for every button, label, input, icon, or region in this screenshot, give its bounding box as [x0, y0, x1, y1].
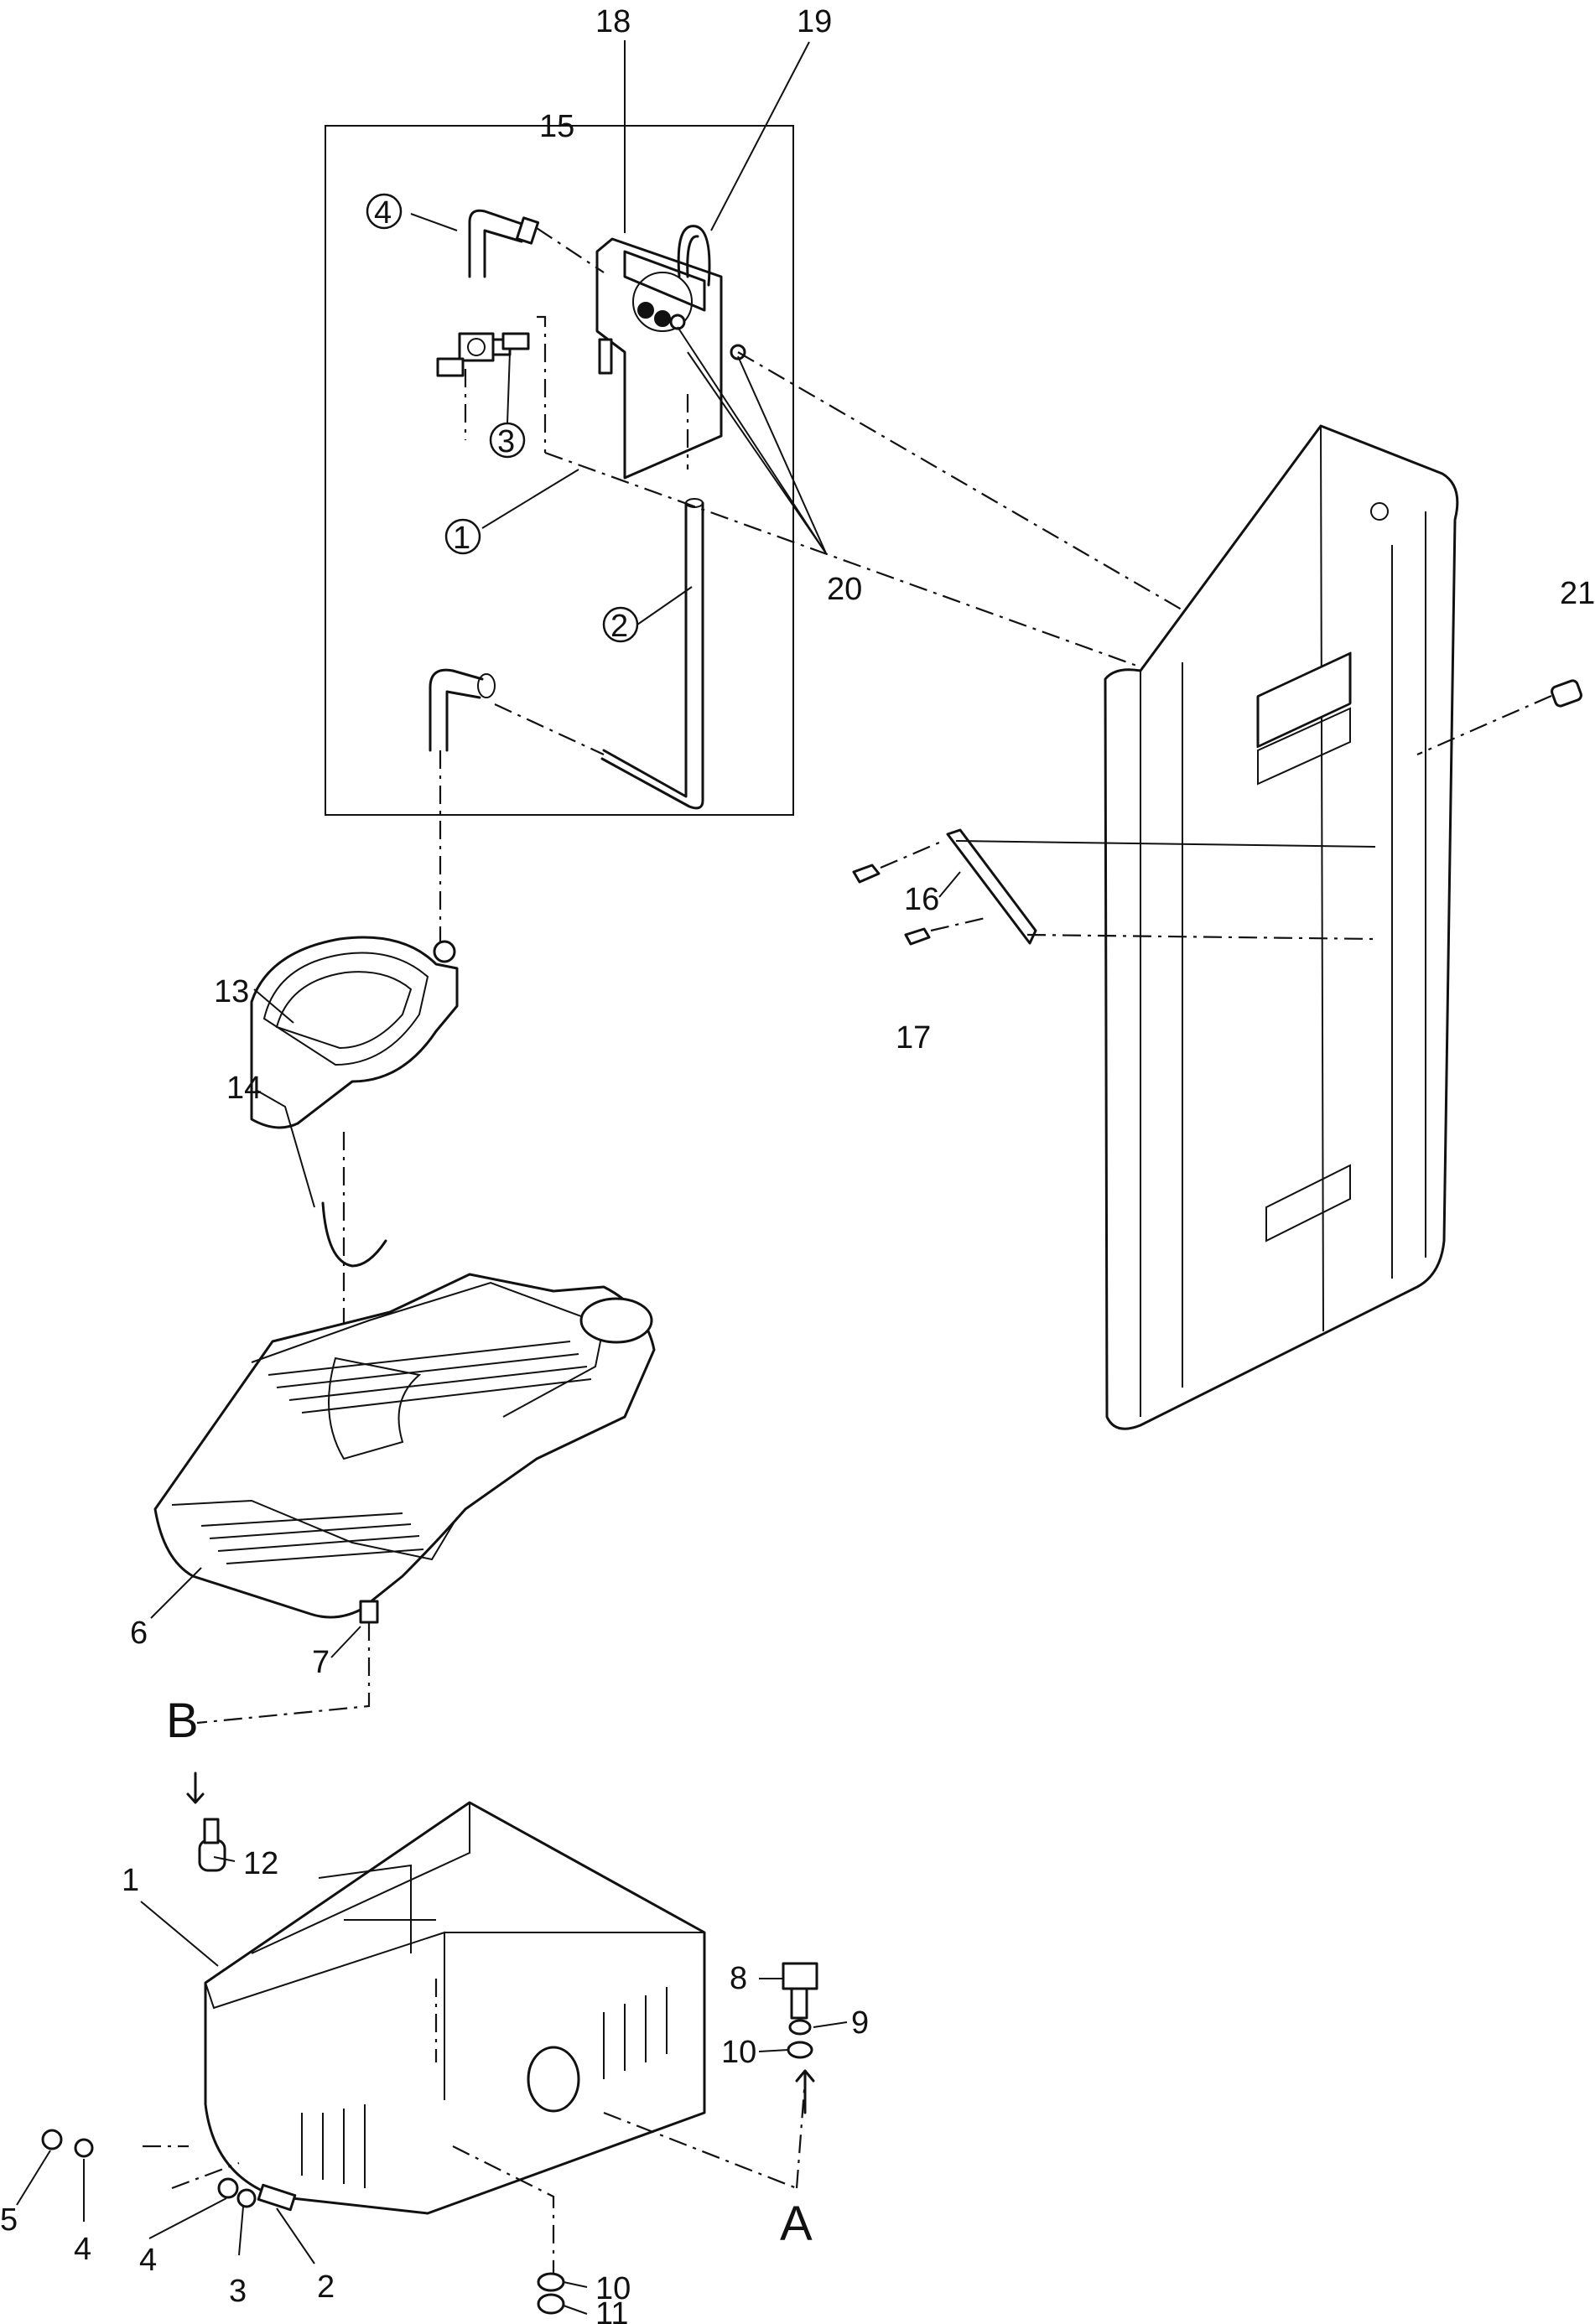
bucket-13: [250, 936, 459, 1129]
bolt-8: [782, 1962, 818, 2114]
hose-14: [321, 1132, 387, 1325]
callout-9: 9: [851, 2005, 869, 2041]
callout-18: 18: [595, 4, 631, 39]
callout-2-circled: 2: [610, 609, 628, 644]
floor-ribs: [200, 1341, 592, 1564]
callout-5: 5: [0, 2202, 18, 2238]
hardware-bottom-left: [41, 2129, 565, 2315]
callout-circle-3: [489, 422, 526, 459]
callout-3: 3: [229, 2274, 247, 2309]
callout-6: 6: [130, 1616, 148, 1651]
callout-12: 12: [243, 1846, 278, 1881]
hose-part-1: [429, 668, 496, 752]
kit-box-15: [325, 125, 794, 816]
side-panel: [1104, 424, 1459, 1430]
callout-17: 17: [896, 1020, 931, 1056]
callout-10-lower: 10: [595, 2271, 631, 2306]
floor-plate-6: [153, 1273, 656, 1725]
reservoir-bracket: [595, 225, 746, 480]
bolt-12: [186, 1772, 226, 1872]
callout-8: 8: [730, 1961, 747, 1996]
callout-circle-4: [366, 193, 403, 230]
frame-slots: [301, 1987, 668, 2188]
callout-4-left: 4: [74, 2232, 91, 2267]
callout-7: 7: [312, 1645, 330, 1680]
callout-4-circled: 4: [374, 195, 392, 231]
bracket-16: [852, 828, 1376, 946]
callout-2: 2: [317, 2270, 335, 2305]
callout-1: 1: [122, 1863, 139, 1898]
valve-fitting: [436, 332, 530, 377]
callout-13: 13: [214, 974, 249, 1009]
circled-callouts: [366, 193, 639, 643]
callout-20: 20: [827, 572, 862, 607]
base-frame-1: [143, 1801, 807, 2276]
callout-4-mid: 4: [139, 2243, 157, 2278]
callout-3-circled: 3: [497, 424, 515, 459]
callout-11: 11: [595, 2296, 628, 2324]
callout-labels: 18 19 15 4 3 1 2 20 21 16 17 13 14 6 7 B…: [0, 4, 1595, 2324]
callout-1-circled: 1: [453, 521, 470, 556]
screw-21: [1416, 679, 1582, 756]
callout-19: 19: [797, 4, 832, 39]
callout-10-upper: 10: [721, 2035, 756, 2070]
callout-B: B: [166, 1694, 199, 1748]
callout-A: A: [780, 2197, 813, 2251]
leader-lines: [16, 40, 961, 2315]
callout-15: 15: [539, 109, 574, 144]
callout-circle-1: [444, 518, 481, 555]
hose-part-4: [468, 209, 540, 278]
hose-part-2: [600, 498, 704, 810]
callout-14: 14: [226, 1071, 262, 1106]
callout-16: 16: [904, 882, 939, 917]
callout-circle-2: [602, 606, 639, 643]
callout-21: 21: [1560, 576, 1595, 611]
